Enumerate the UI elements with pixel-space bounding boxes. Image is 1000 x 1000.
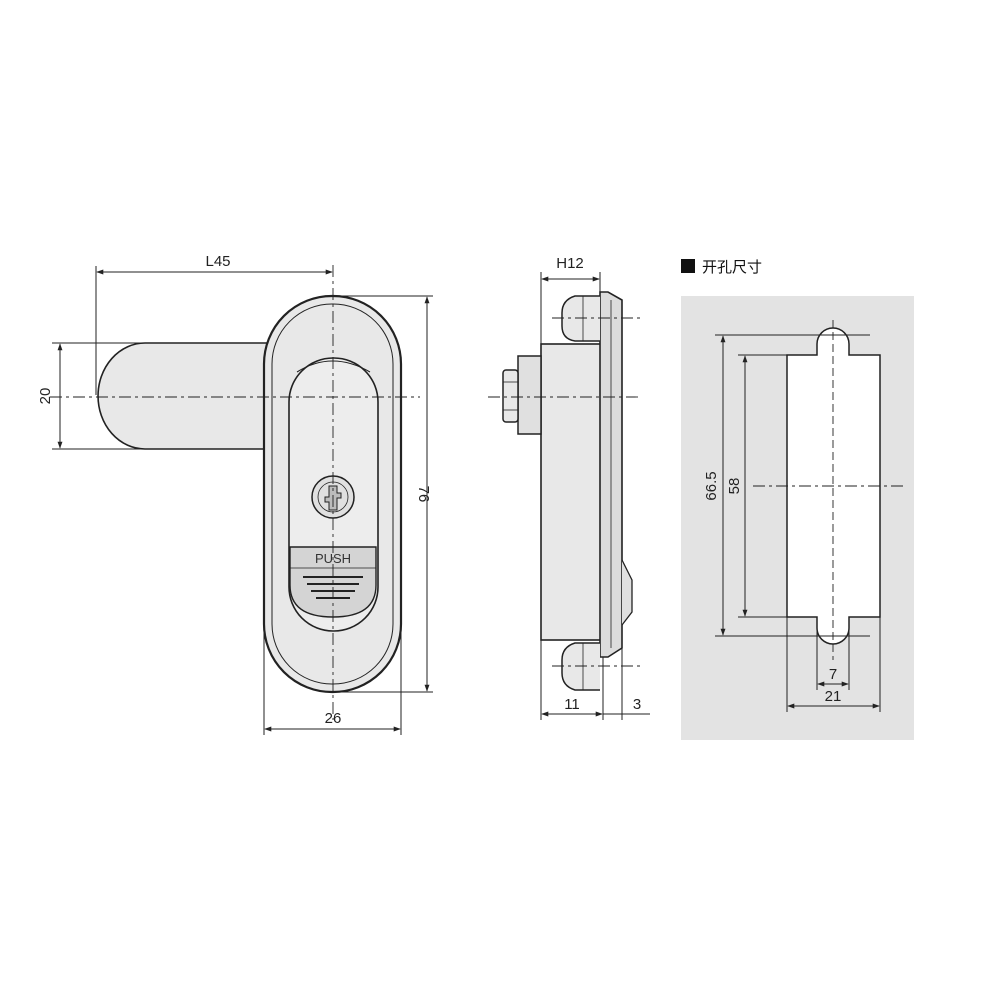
cutout-title-marker <box>681 259 695 273</box>
bottom-stud <box>561 642 600 691</box>
dim-label-side-depth: 11 <box>564 696 580 713</box>
dim-label-cutout-body: 58 <box>726 478 743 495</box>
side-tab <box>621 559 633 626</box>
dim-label-cutout-width: 21 <box>825 688 842 705</box>
side-body <box>540 343 606 641</box>
cutout-title: 开孔尺寸 <box>702 258 762 276</box>
push-label: PUSH <box>315 551 351 566</box>
dim-label-body-width: 26 <box>325 710 342 727</box>
lock-body-inner-rim <box>271 303 394 685</box>
front-dimensions <box>52 266 433 735</box>
side-nut <box>517 355 542 435</box>
dim-label-handle-height: 20 <box>37 388 54 405</box>
dim-label-body-height: 76 <box>415 486 432 503</box>
front-view <box>50 265 420 720</box>
dim-label-cutout-total: 66.5 <box>703 471 720 500</box>
cutout-dimensions <box>715 334 881 712</box>
dim-label-side-height: H12 <box>556 255 584 272</box>
side-dimensions <box>540 272 650 720</box>
dim-label-notch-width: 7 <box>829 666 837 683</box>
side-view <box>488 291 640 691</box>
dim-label-side-flange: 3 <box>633 696 641 713</box>
handle-arm <box>97 342 292 450</box>
dim-label-length: L45 <box>205 253 230 270</box>
top-stud <box>561 295 600 342</box>
